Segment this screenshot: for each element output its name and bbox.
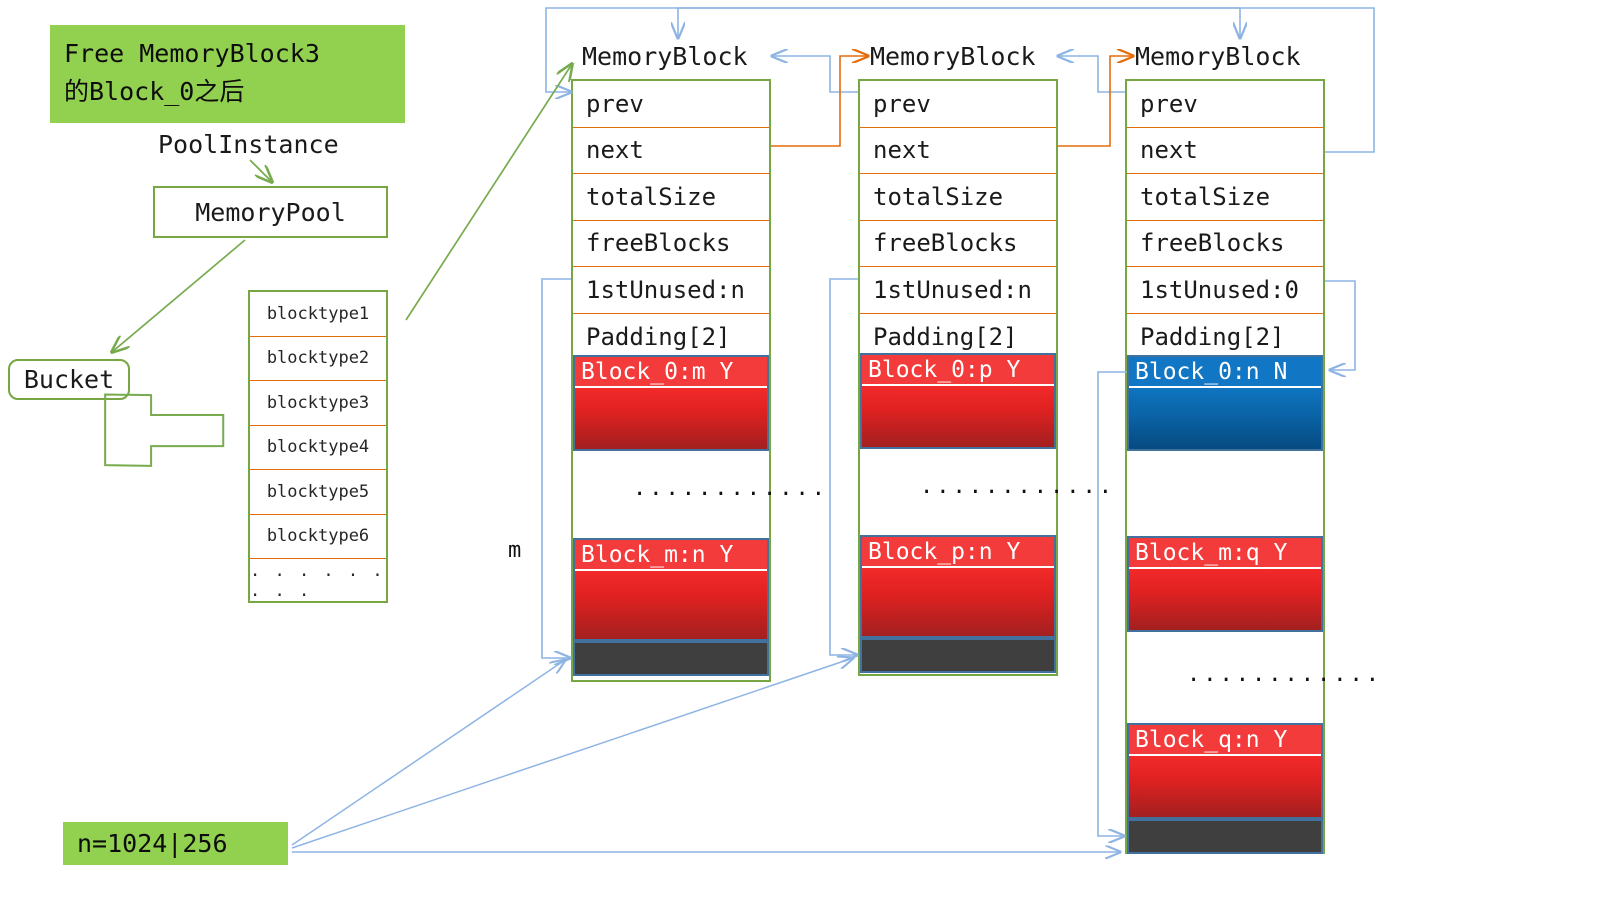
- list-item[interactable]: blocktype6: [250, 515, 386, 559]
- block-footer-cell[interactable]: [573, 641, 769, 676]
- block-label: Block_0:m Y: [575, 357, 767, 388]
- block-label: Block_p:n Y: [862, 537, 1054, 568]
- field-next: next: [573, 128, 769, 174]
- list-item-ellipsis: . . . . . . . . .: [250, 561, 385, 602]
- block-body: [575, 571, 767, 639]
- block-footer-cell[interactable]: [1127, 819, 1323, 854]
- block-label: Block_q:n Y: [1129, 725, 1321, 756]
- field-padding: Padding[2]: [873, 322, 1018, 351]
- block-cell[interactable]: Block_0:m Y: [573, 355, 769, 451]
- column-title-3: MemoryBlock: [1135, 42, 1301, 71]
- memory-block-2: prev next totalSize freeBlocks 1stUnused…: [858, 79, 1058, 358]
- field-padding: Padding[2]: [1140, 322, 1285, 351]
- field-totalsize: totalSize: [860, 174, 1056, 221]
- block-body: [1129, 388, 1321, 449]
- block-label: Block_0:p Y: [862, 355, 1054, 386]
- field-padding: Padding[2]: [586, 322, 731, 351]
- list-item[interactable]: blocktype3: [250, 381, 386, 426]
- footer-size-label: n=1024|256: [63, 822, 288, 865]
- block-cell-free[interactable]: Block_0:n N: [1127, 355, 1323, 451]
- block-body: [1129, 569, 1321, 630]
- block-footer-cell[interactable]: [860, 638, 1056, 673]
- block-gap-ellipsis: ............: [920, 474, 1115, 499]
- field-1stunused: 1stUnused:n: [860, 267, 1056, 314]
- size-indicator-arrows: [291, 658, 1120, 852]
- block-cell[interactable]: Block_m:n Y: [573, 538, 769, 641]
- field-prev: prev: [860, 81, 1056, 128]
- block-label: Block_m:q Y: [1129, 538, 1321, 569]
- block-body: [862, 386, 1054, 447]
- memory-pool-box: MemoryPool: [153, 186, 388, 238]
- pool-instance-label: PoolInstance: [158, 130, 339, 159]
- column-title-1: MemoryBlock: [582, 42, 748, 71]
- memory-block-1: prev next totalSize freeBlocks 1stUnused…: [571, 79, 771, 358]
- field-freeblocks: freeBlocks: [1127, 221, 1323, 267]
- field-totalsize: totalSize: [1127, 174, 1323, 221]
- field-next: next: [1127, 128, 1323, 174]
- field-totalsize: totalSize: [573, 174, 769, 221]
- list-item[interactable]: blocktype1: [250, 292, 386, 337]
- list-item[interactable]: blocktype5: [250, 470, 386, 515]
- list-item[interactable]: blocktype2: [250, 337, 386, 381]
- m-count-label: m: [508, 538, 522, 563]
- list-item[interactable]: blocktype4: [250, 426, 386, 470]
- memory-block-3: prev next totalSize freeBlocks 1stUnused…: [1125, 79, 1325, 358]
- field-freeblocks: freeBlocks: [573, 221, 769, 267]
- title-banner: Free MemoryBlock3 的Block_0之后: [50, 25, 405, 123]
- blocktype-list: blocktype1 blocktype2 blocktype3 blockty…: [248, 290, 388, 603]
- column-title-2: MemoryBlock: [870, 42, 1036, 71]
- block-cell[interactable]: Block_q:n Y: [1127, 723, 1323, 819]
- field-1stunused: 1stUnused:0: [1127, 267, 1323, 314]
- block-cell[interactable]: Block_0:p Y: [860, 353, 1056, 449]
- block-cell[interactable]: Block_m:q Y: [1127, 536, 1323, 632]
- block-label: Block_0:n N: [1129, 357, 1321, 388]
- bucket-box: Bucket: [8, 359, 130, 400]
- field-1stunused: 1stUnused:n: [573, 267, 769, 314]
- block-body: [862, 568, 1054, 636]
- block-body: [1129, 756, 1321, 817]
- field-freeblocks: freeBlocks: [860, 221, 1056, 267]
- block-gap-ellipsis: ............: [1187, 662, 1382, 687]
- block-cell[interactable]: Block_p:n Y: [860, 535, 1056, 638]
- field-next: next: [860, 128, 1056, 174]
- block-gap-ellipsis: ............: [633, 476, 828, 501]
- block-label: Block_m:n Y: [575, 540, 767, 571]
- block-body: [575, 388, 767, 449]
- field-prev: prev: [1127, 81, 1323, 128]
- field-prev: prev: [573, 81, 769, 128]
